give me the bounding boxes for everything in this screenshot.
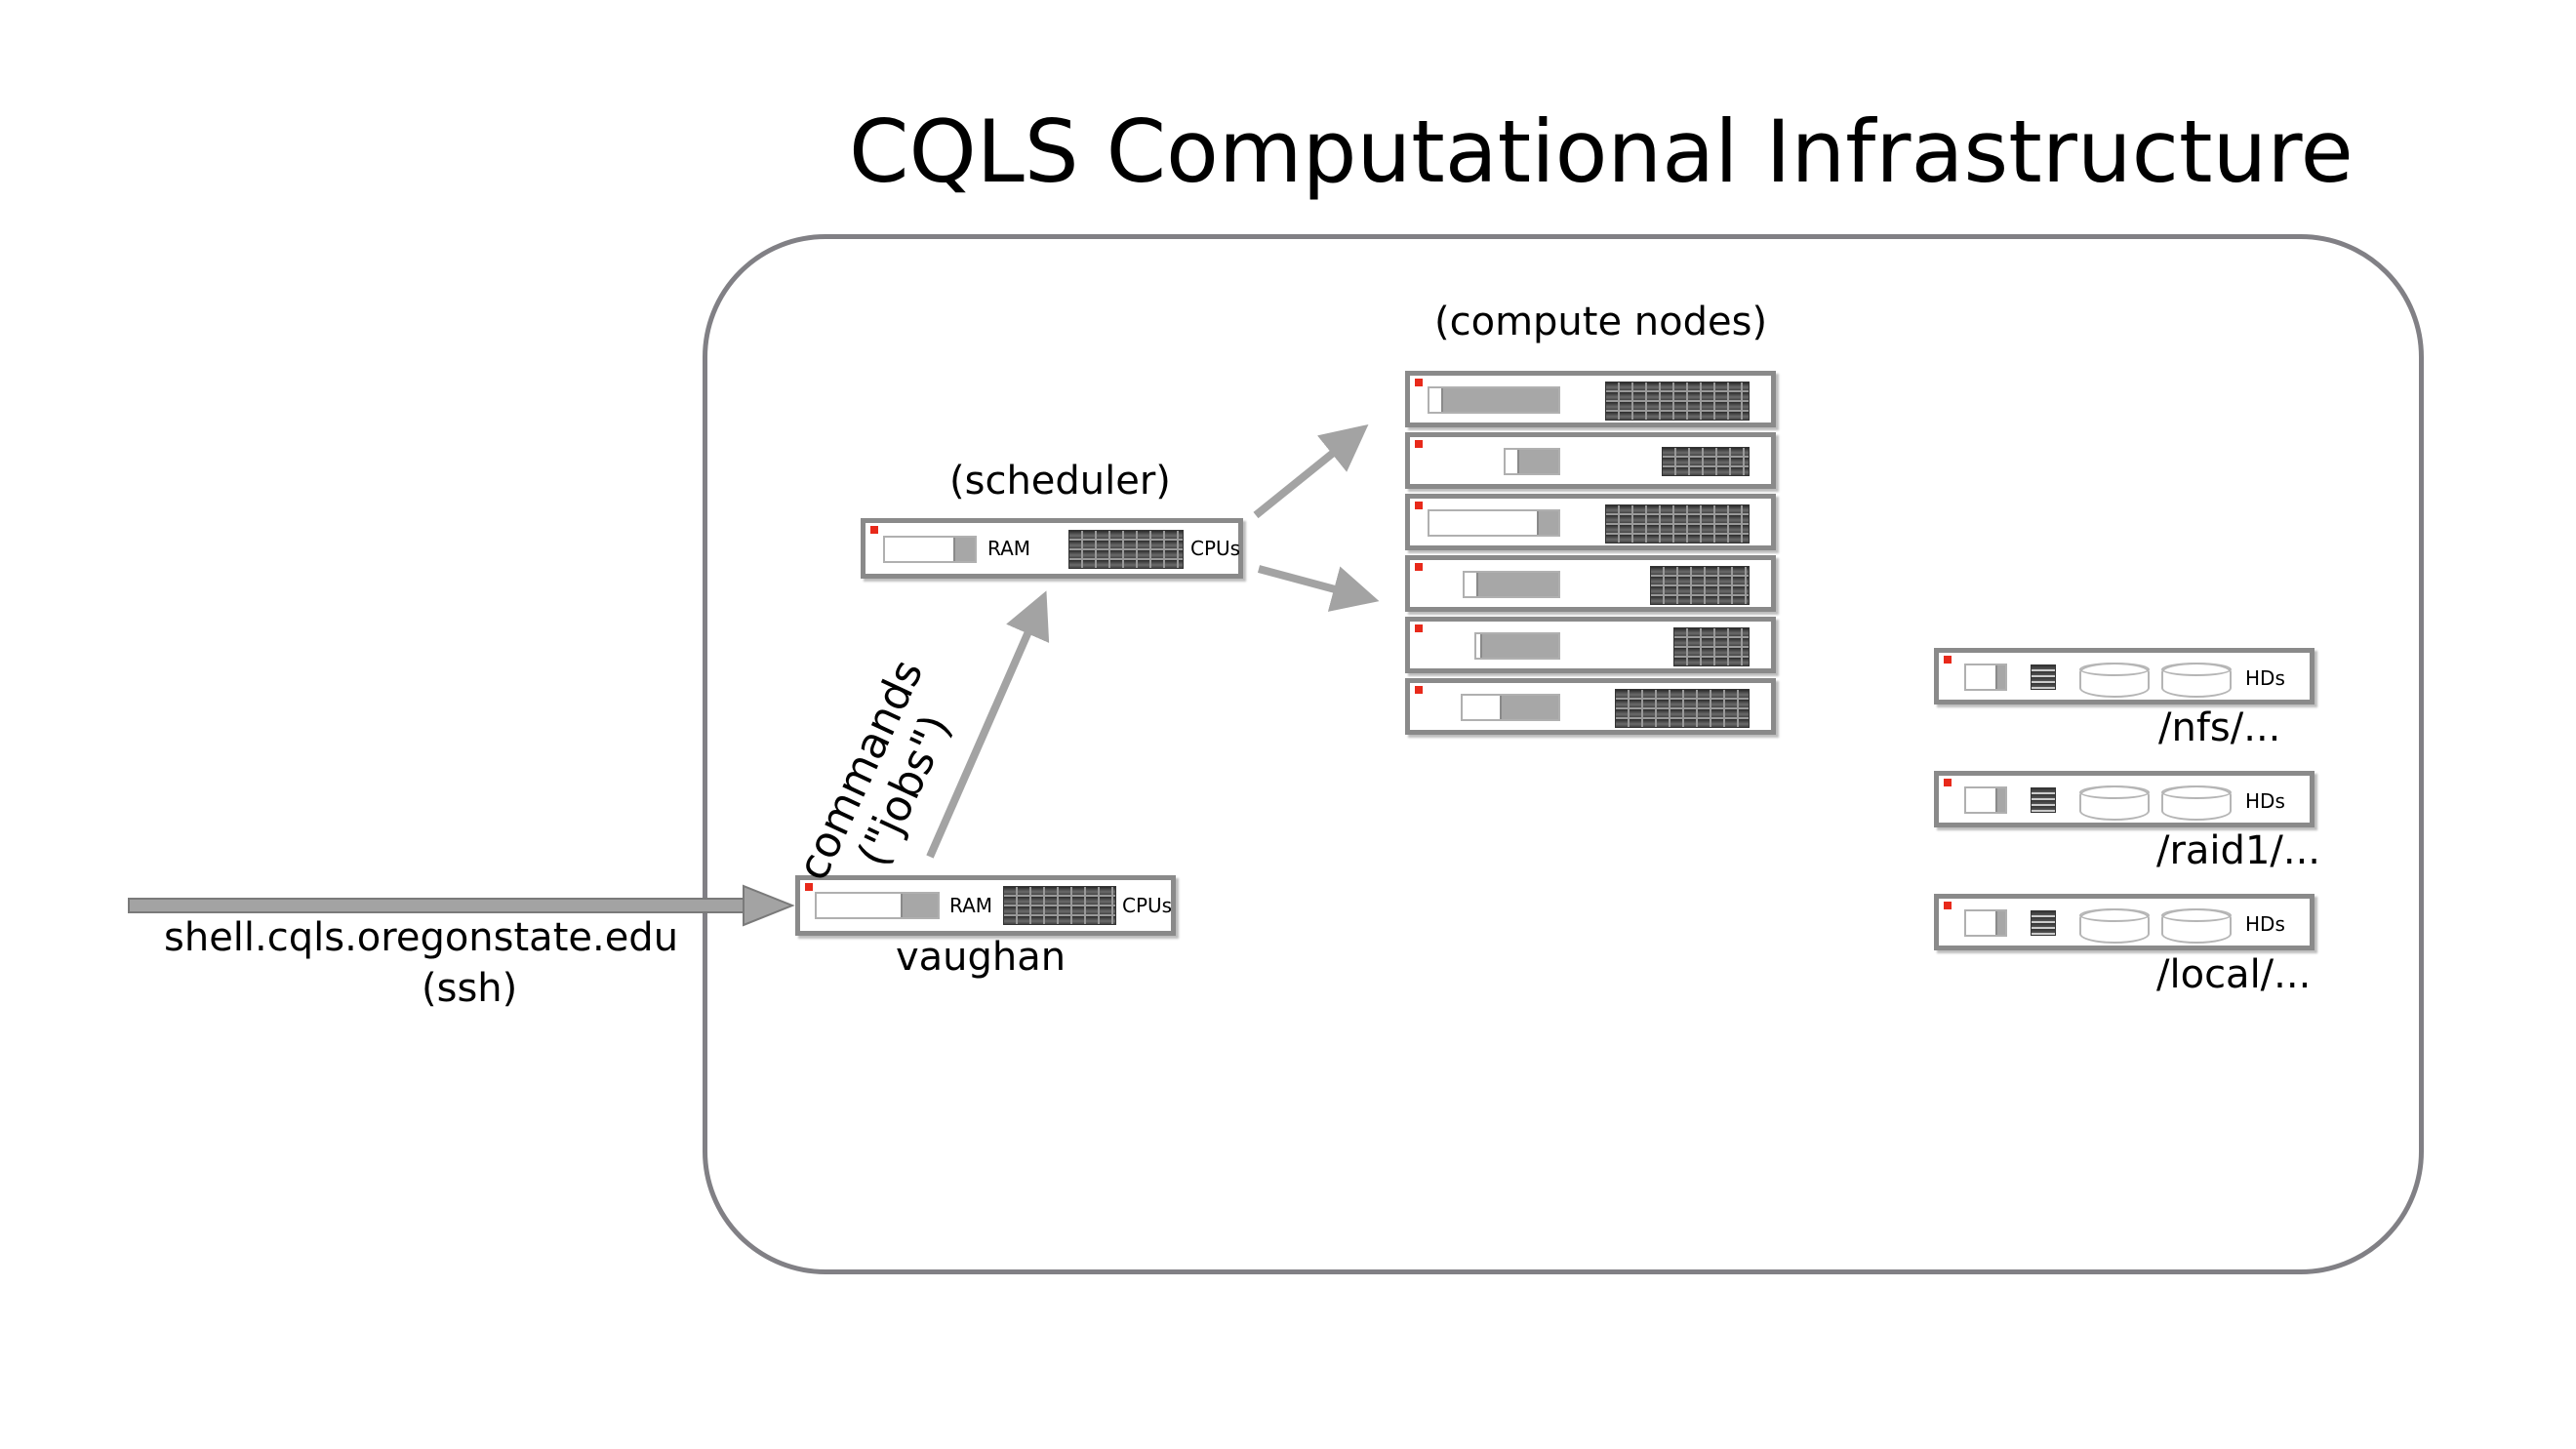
commands-arrow (926, 590, 1050, 859)
ram-gauge (1461, 694, 1560, 721)
status-led (1415, 502, 1423, 509)
ram-gauge (1463, 571, 1560, 598)
storage-server: HDs (1934, 648, 2314, 704)
storage-server: HDs (1934, 771, 2314, 827)
entry-host-label: shell.cqls.oregonstate.edu (164, 915, 679, 960)
cpu-bank (1673, 627, 1750, 666)
cpu-bank (2031, 787, 2056, 813)
disk-icon (2161, 785, 2232, 821)
hds-tag: HDs (2245, 789, 2285, 813)
status-led (1415, 624, 1423, 632)
compute-node (1405, 678, 1776, 735)
vaughan-label: vaughan (896, 935, 1067, 980)
ram-tag: RAM (949, 894, 993, 917)
dispatch-arrow-down (1257, 565, 1380, 612)
ram-gauge (815, 892, 940, 919)
cpu-bank (1650, 566, 1750, 605)
compute-node (1405, 432, 1776, 489)
ram-tag: RAM (987, 537, 1031, 560)
status-led (1415, 440, 1423, 448)
ram-gauge (1428, 509, 1560, 537)
cpu-bank (2031, 910, 2056, 936)
vaughan-server: RAM CPUs (795, 875, 1176, 936)
cpu-bank (1605, 504, 1750, 543)
entry-protocol-label: (ssh) (422, 966, 518, 1011)
status-led (870, 526, 878, 534)
disk-icon (2079, 663, 2150, 698)
storage-path-label: /local/... (2156, 952, 2312, 997)
status-led (1944, 779, 1952, 786)
status-led (1944, 656, 1952, 664)
hds-tag: HDs (2245, 912, 2285, 936)
scheduler-label: (scheduler) (949, 459, 1171, 503)
ram-gauge (1964, 786, 2007, 814)
status-led (1415, 686, 1423, 694)
cpu-bank (1605, 382, 1750, 421)
status-led (1415, 563, 1423, 571)
cpu-bank (1662, 447, 1750, 476)
ram-gauge (1964, 664, 2007, 691)
cpu-bank (2031, 664, 2056, 690)
ram-gauge (1428, 386, 1560, 414)
cpus-tag: CPUs (1122, 894, 1173, 917)
ram-gauge (1504, 448, 1560, 475)
cpu-bank (1003, 886, 1116, 925)
scheduler-server: RAM CPUs (861, 518, 1243, 579)
status-led (805, 883, 813, 891)
ssh-arrow (128, 884, 795, 927)
page-title: CQLS Computational Infrastructure (849, 101, 2354, 202)
disk-icon (2079, 785, 2150, 821)
ram-gauge (1964, 909, 2007, 937)
disk-icon (2161, 663, 2232, 698)
storage-path-label: /nfs/... (2158, 705, 2281, 750)
infrastructure-boundary (703, 234, 2424, 1274)
storage-server: HDs (1934, 894, 2314, 950)
cpus-tag: CPUs (1190, 537, 1241, 560)
hds-tag: HDs (2245, 666, 2285, 690)
compute-node (1405, 617, 1776, 673)
compute-node (1405, 371, 1776, 427)
disk-icon (2079, 908, 2150, 944)
storage-path-label: /raid1/... (2156, 828, 2321, 873)
ram-gauge (883, 536, 977, 563)
dispatch-arrow-up (1253, 423, 1369, 519)
cpu-bank (1068, 530, 1184, 569)
compute-nodes-label: (compute nodes) (1434, 300, 1768, 344)
compute-node (1405, 555, 1776, 612)
status-led (1415, 379, 1423, 386)
disk-icon (2161, 908, 2232, 944)
compute-node (1405, 494, 1776, 550)
status-led (1944, 902, 1952, 909)
ram-gauge (1474, 632, 1560, 660)
cpu-bank (1615, 689, 1750, 728)
